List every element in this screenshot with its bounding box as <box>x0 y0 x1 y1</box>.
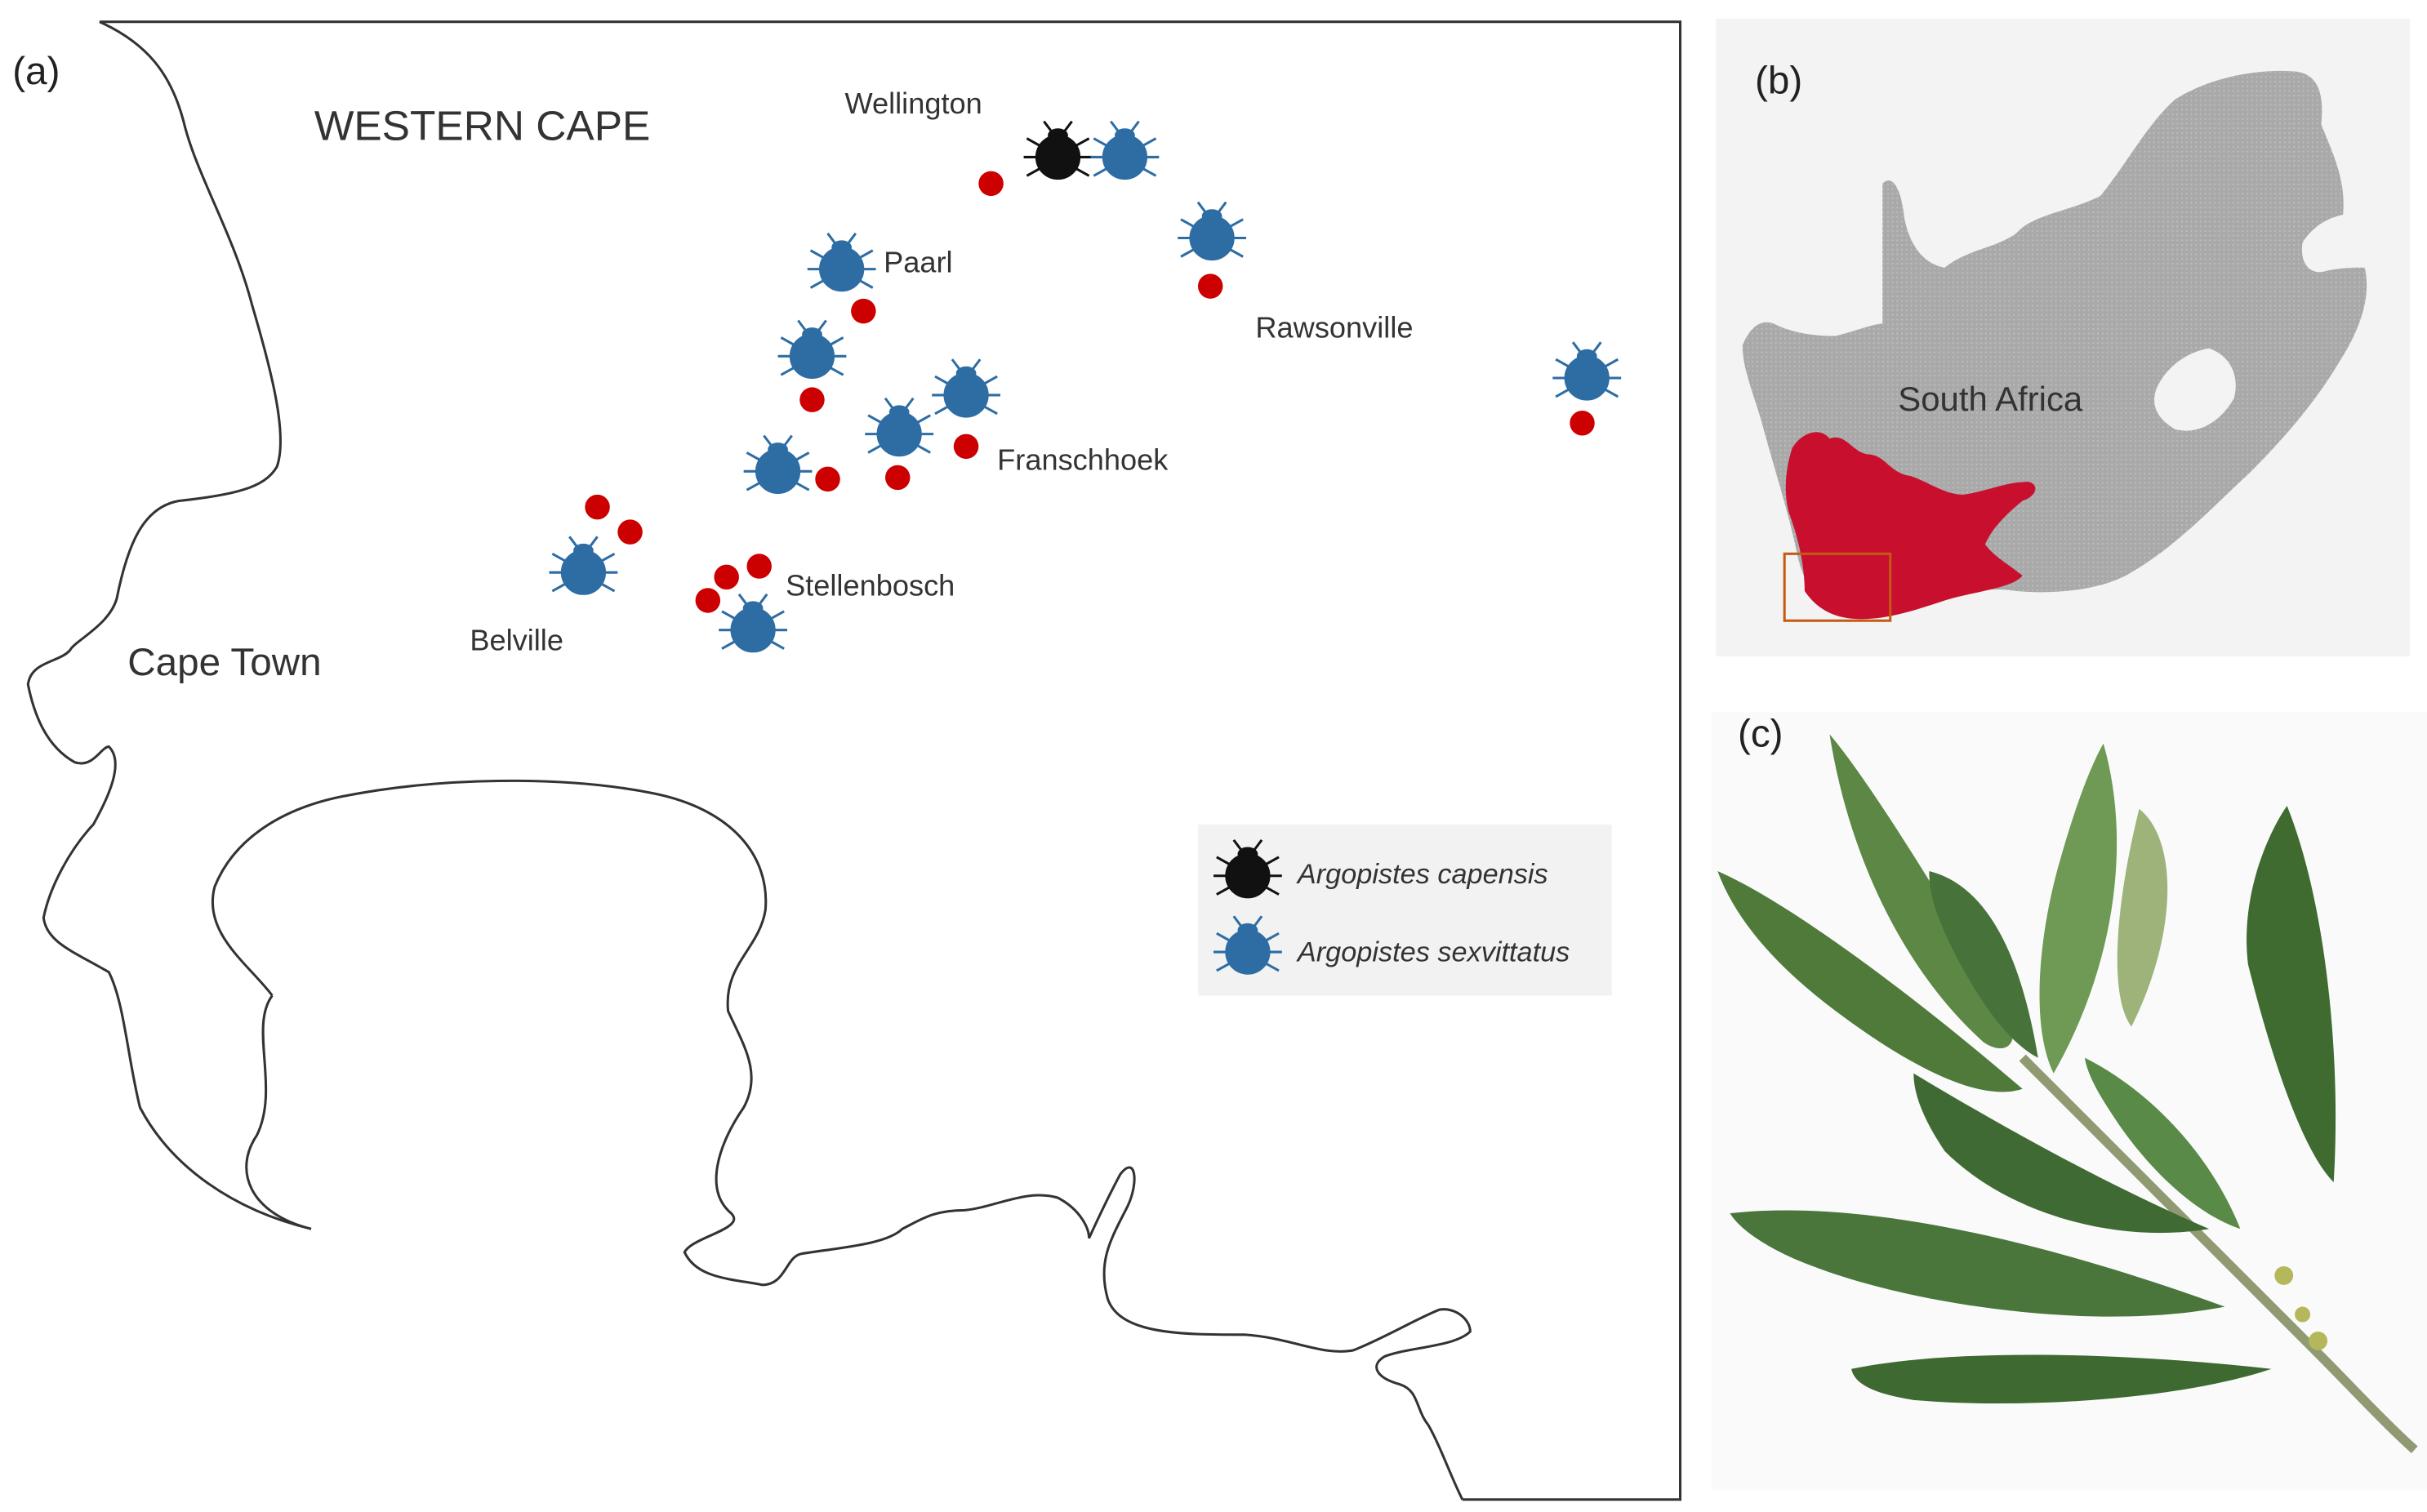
leaf <box>2084 1057 2241 1230</box>
red-dot-marker <box>978 171 1004 197</box>
red-dot-marker <box>714 564 739 590</box>
bud <box>2274 1265 2294 1285</box>
leaf <box>1730 1210 2225 1317</box>
legend-label-sexvittatus: Argopistes sexvittatus <box>1296 937 1570 968</box>
place-label-rawsonville: Rawsonville <box>1255 310 1413 344</box>
blue-beetle-icon <box>1176 201 1248 261</box>
place-label-belville: Belville <box>470 623 563 656</box>
leaf <box>1913 1073 2210 1234</box>
leaf <box>1851 1354 2272 1404</box>
leaf <box>1929 870 2038 1058</box>
blue-beetle-icon <box>1089 120 1160 180</box>
panel-a-map: (a) WESTERN CAPE Cape Town Wellington Pa… <box>12 20 1682 1501</box>
red-dot-marker <box>585 494 610 520</box>
region-label: WESTERN CAPE <box>314 101 651 149</box>
legend-label-capensis: Argopistes capensis <box>1296 859 1548 890</box>
leaf <box>2039 743 2118 1074</box>
black-beetle-icon <box>1022 120 1093 180</box>
lesotho-shape <box>2154 348 2236 431</box>
panel-c-photo: (c) <box>1711 713 2427 1491</box>
bud <box>2295 1306 2311 1323</box>
legend-box <box>1197 824 1612 996</box>
red-dot-marker <box>746 554 772 579</box>
leaf <box>2247 805 2336 1183</box>
red-dot-marker <box>851 298 876 324</box>
panel-c-label: (c) <box>1738 713 1784 756</box>
place-label-cape-town: Cape Town <box>127 641 321 684</box>
false-bay-coastline <box>211 779 1472 1501</box>
blue-beetle-icon <box>742 434 814 495</box>
place-label-paarl: Paarl <box>884 245 952 278</box>
red-dot-marker <box>1197 273 1223 299</box>
western-cape-highlight <box>1785 432 2036 620</box>
red-dot-marker <box>815 466 840 492</box>
place-label-franschhoek: Franschhoek <box>997 442 1169 476</box>
red-dot-marker <box>695 588 721 613</box>
blue-beetle-icon <box>806 232 878 292</box>
olive-leaves-photo <box>1717 734 2418 1454</box>
inset-area-box <box>1783 552 1892 622</box>
leaf <box>2117 808 2168 1027</box>
west-coastline <box>26 20 312 1230</box>
legend: Argopistes capensis Argopistes sexvittat… <box>1197 824 1612 996</box>
red-dot-marker <box>799 387 825 412</box>
beetle-markers <box>547 120 1623 653</box>
blue-beetle-icon <box>930 358 1002 419</box>
panel-a-label: (a) <box>12 50 60 93</box>
blue-beetle-icon <box>547 535 619 596</box>
map-frame <box>99 20 1682 1501</box>
blue-beetle-icon <box>1551 340 1623 402</box>
red-dot-marker <box>953 434 979 460</box>
collection-site-markers <box>585 171 1595 613</box>
place-label-wellington: Wellington <box>844 87 982 120</box>
red-dot-marker <box>1570 411 1595 436</box>
stem <box>2019 1054 2418 1454</box>
leaf <box>1717 870 2023 1092</box>
blue-beetle-icon <box>717 593 789 653</box>
red-dot-marker <box>885 465 911 491</box>
bud <box>2309 1331 2328 1350</box>
country-label: South Africa <box>1898 380 2083 418</box>
place-label-stellenbosch: Stellenbosch <box>786 569 955 603</box>
panel-b-country-map: (b) South Africa <box>1716 18 2411 657</box>
panel-b-label: (b) <box>1755 59 1802 102</box>
blue-beetle-icon <box>777 318 848 380</box>
blue-beetle-icon <box>863 397 935 457</box>
red-dot-marker <box>617 519 643 545</box>
